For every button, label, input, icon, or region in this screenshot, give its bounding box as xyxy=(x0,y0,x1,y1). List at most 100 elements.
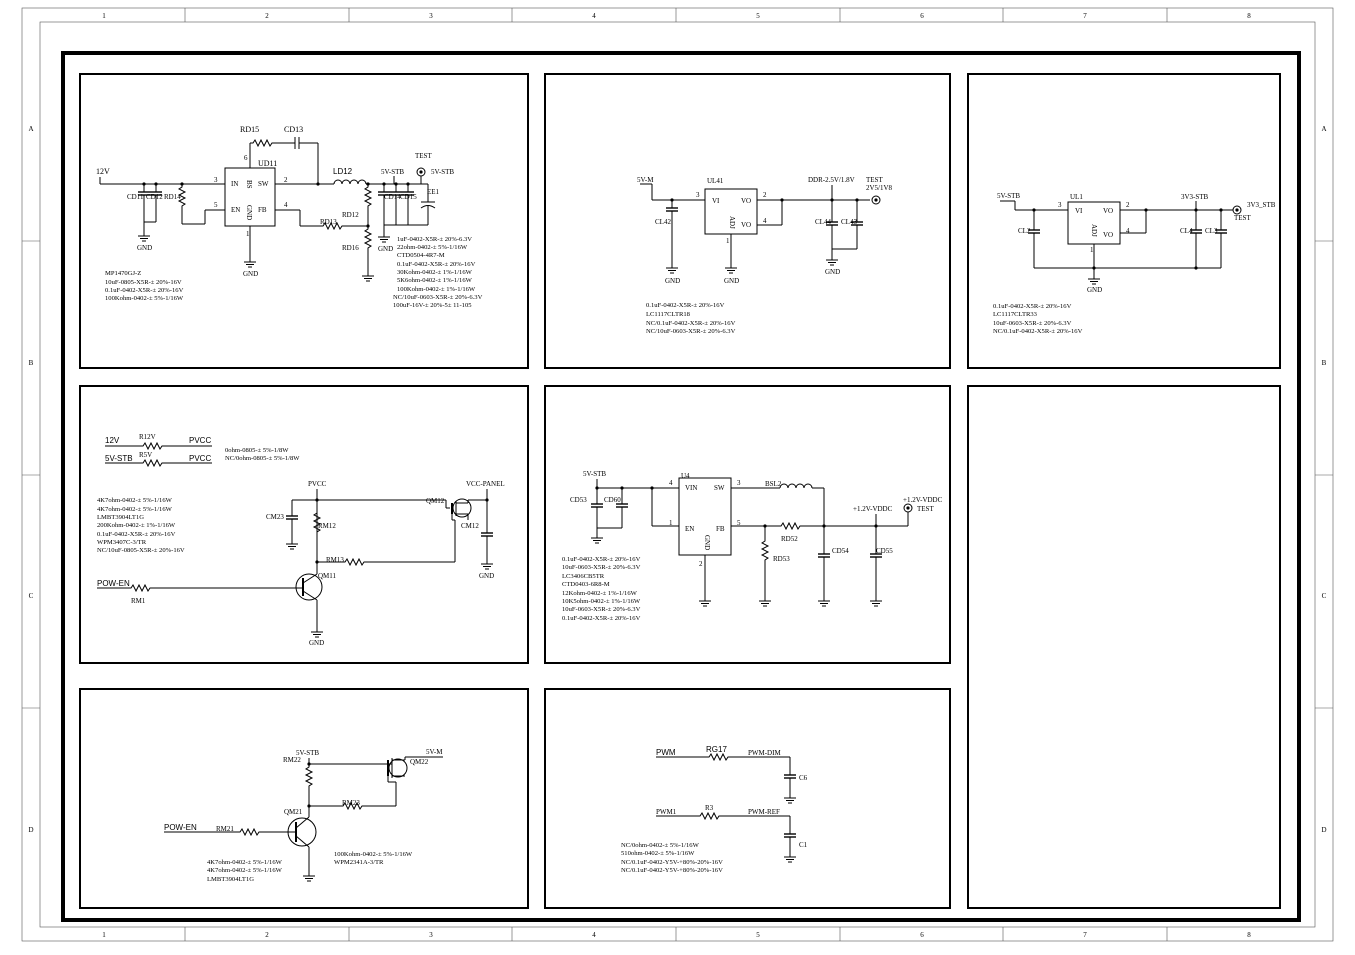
notes-buck-vddc: 0.1uF-0402-X5R-± 20%-16V 10uF-0603-X5R-±… xyxy=(562,556,641,622)
pin-number: 5 xyxy=(214,201,218,209)
gnd-label: GND xyxy=(479,572,494,580)
col-label: 3 xyxy=(429,931,433,939)
test-label: 2V5/1V8 xyxy=(866,184,893,192)
ref-rm12: RM12 xyxy=(318,522,336,530)
circuit-panel-power: 12V R12V PVCC 5V-STB R5V PVCC 0ohm-0805-… xyxy=(97,433,505,647)
col-label: 2 xyxy=(265,12,269,20)
net-5v-stb: 5V-STB xyxy=(296,749,319,757)
col-label: 2 xyxy=(265,931,269,939)
note-line: 10uF-0805-X5R-± 20%-16V xyxy=(105,279,182,286)
note-line: LMBT3904LT1G xyxy=(97,514,144,521)
pin-name: VI xyxy=(1075,207,1083,215)
note-line: 22ohm-0402-± 5%-1/16W xyxy=(397,244,468,251)
note-line: WPM3407C-3/TR xyxy=(97,539,147,546)
ref-rd53: RD53 xyxy=(773,555,790,563)
pin-name: VO xyxy=(741,221,751,229)
pin-number: 1 xyxy=(246,230,250,238)
net-pow-en: POW-EN xyxy=(97,579,130,588)
pmos-qm12 xyxy=(445,498,472,562)
col-label: 6 xyxy=(920,12,924,20)
row-label: A xyxy=(28,125,33,133)
note-line: 100Kohm-0402-± 5%-1/16W xyxy=(334,851,413,858)
note-line: MP1470GJ-Z xyxy=(105,270,141,277)
pin-number: 1 xyxy=(726,237,730,245)
circuit-buck-vddc: U4 VIN SW EN FB GND 4 3 1 5 2 5V-STB CD5… xyxy=(562,470,943,622)
net-pwm: PWM xyxy=(656,748,676,757)
ref-rg17: RG17 xyxy=(706,745,727,754)
npn-qm21 xyxy=(287,816,317,872)
test-label: TEST xyxy=(917,505,934,513)
pin-name: VIN xyxy=(685,484,697,492)
pin-name: SW xyxy=(258,180,269,188)
ref-qm22: QM22 xyxy=(410,758,429,766)
note-line: NC/10uF-0603-X5R-± 20%-6.3V xyxy=(393,294,483,301)
note-line: NC/10uF-0603-X5R-± 20%-6.3V xyxy=(646,328,736,335)
note-line: 4K7ohm-0402-± 5%-1/16W xyxy=(207,859,283,866)
net-pwm1: PWM1 xyxy=(656,808,677,816)
pin-name: VO xyxy=(741,197,751,205)
gnd-label: GND xyxy=(825,268,840,276)
net-3v3-stb: 3V3-STB xyxy=(1181,193,1209,201)
pin-number: 2 xyxy=(284,176,288,184)
ref-cl42: CL42 xyxy=(655,218,671,226)
note-line: CTD0504-4R7-M xyxy=(397,252,445,259)
ref-rd52: RD52 xyxy=(781,535,798,543)
pin-number: 4 xyxy=(669,479,673,487)
notes-ldo-3v3: 0.1uF-0402-X5R-± 20%-16V LC1117CLTR33 10… xyxy=(993,303,1083,335)
col-label: 8 xyxy=(1247,931,1251,939)
note-line: LC1117CLTR18 xyxy=(646,311,691,318)
pin-number: 4 xyxy=(284,201,288,209)
note-line: 10K5ohm-0402-± 1%-1/16W xyxy=(562,598,641,605)
note-line: 30Kohm-0402-± 1%-1/16W xyxy=(397,269,473,276)
net-12v: 12V xyxy=(105,436,120,445)
col-label: 3 xyxy=(429,12,433,20)
test-label: 3V3_STB xyxy=(1247,201,1276,209)
note-line: 200Kohm-0402-± 1%-1/16W xyxy=(97,522,176,529)
pin-name: IN xyxy=(231,180,238,188)
pin-number: 3 xyxy=(696,191,700,199)
ref-rd15: RD15 xyxy=(240,125,259,134)
col-label: 5 xyxy=(756,12,760,20)
ref-cd12: CD12 xyxy=(146,193,163,201)
pin-name: FB xyxy=(716,525,725,533)
pin-number: 3 xyxy=(214,176,218,184)
note-line: NC/0.1uF-0402-Y5V-+80%-20%-16V xyxy=(621,867,723,874)
row-label: C xyxy=(29,592,34,600)
note-line: 0.1uF-0402-X5R-± 20%-16V xyxy=(105,287,184,294)
row-label: C xyxy=(1322,592,1327,600)
block-ldo-ddr xyxy=(544,73,951,369)
pin-name: EN xyxy=(231,206,240,214)
col-label: 7 xyxy=(1083,931,1087,939)
net-5v-stb: 5V-STB xyxy=(105,454,133,463)
note-line: NC/0.1uF-0402-X5R-± 20%-16V xyxy=(993,328,1083,335)
ref-rm1: RM1 xyxy=(131,597,146,605)
test-label: TEST xyxy=(866,176,883,184)
gnd-label: GND xyxy=(724,277,739,285)
gnd-label: GND xyxy=(309,639,324,647)
gnd-label: GND xyxy=(1087,286,1102,294)
ref-qm11: QM11 xyxy=(318,572,337,580)
gnd-label: GND xyxy=(378,245,393,253)
net-pow-en: POW-EN xyxy=(164,823,197,832)
block-ldo-3v3 xyxy=(967,73,1281,369)
ref-rd14: RD14 xyxy=(164,193,181,201)
note-line: 0.1uF-0402-X5R-± 20%-16V xyxy=(993,303,1072,310)
col-label: 8 xyxy=(1247,12,1251,20)
circuit-ldo-ddr: UL41 VI VO VO ADJ 3 2 4 1 5V-M CL42 GND … xyxy=(637,176,893,335)
note-line: LC1117CLTR33 xyxy=(993,311,1038,318)
note-line: NC/10uF-0805-X5R-± 20%-16V xyxy=(97,547,185,554)
ref-ud11: UD11 xyxy=(258,159,277,168)
ref-cd11: CD11 xyxy=(127,193,144,201)
ref-cl43: CL43 xyxy=(841,218,857,226)
row-label: D xyxy=(1321,826,1326,834)
pin-name: VO xyxy=(1103,207,1113,215)
block-panel-power xyxy=(79,385,529,664)
note-line: 5K6ohm-0402-± 1%-1/16W xyxy=(397,277,473,284)
net-vcc-panel: VCC-PANEL xyxy=(466,480,505,488)
note-line: 4K7ohm-0402-± 5%-1/16W xyxy=(207,867,283,874)
net-5v-m: 5V-M xyxy=(637,176,654,184)
block-5v-m-switch xyxy=(79,688,529,909)
row-label: B xyxy=(1322,359,1327,367)
notes-ud11: MP1470GJ-Z 10uF-0805-X5R-± 20%-16V 0.1uF… xyxy=(105,270,184,302)
